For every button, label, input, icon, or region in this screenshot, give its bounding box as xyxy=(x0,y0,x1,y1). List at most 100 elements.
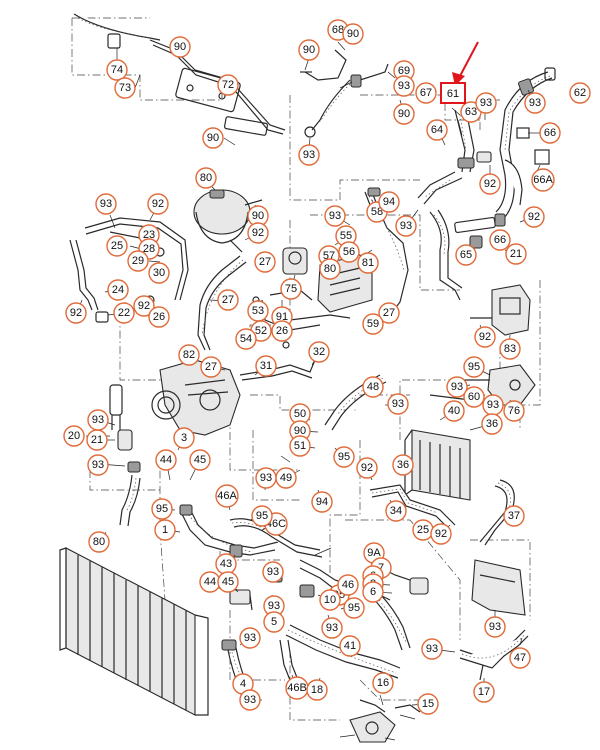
callout-48[interactable]: 48 xyxy=(362,376,384,398)
callout-92[interactable]: 92 xyxy=(474,326,496,348)
callout-93[interactable]: 93 xyxy=(87,454,109,476)
callout-93[interactable]: 93 xyxy=(421,638,443,660)
callout-27[interactable]: 27 xyxy=(217,289,239,311)
callout-81[interactable]: 81 xyxy=(357,252,379,274)
callout-95[interactable]: 95 xyxy=(343,597,365,619)
callout-24[interactable]: 24 xyxy=(107,279,129,301)
callout-21[interactable]: 21 xyxy=(505,243,527,265)
callout-25[interactable]: 25 xyxy=(106,235,128,257)
callout-93[interactable]: 93 xyxy=(255,467,277,489)
callout-92[interactable]: 92 xyxy=(247,222,269,244)
callout-93[interactable]: 93 xyxy=(484,616,506,638)
callout-90[interactable]: 90 xyxy=(247,205,269,227)
callout-95[interactable]: 95 xyxy=(151,498,173,520)
callout-6[interactable]: 6 xyxy=(362,581,384,603)
callout-93[interactable]: 93 xyxy=(239,689,261,711)
callout-46[interactable]: 46 xyxy=(337,574,359,596)
callout-21[interactable]: 21 xyxy=(86,429,108,451)
callout-95[interactable]: 95 xyxy=(251,505,273,527)
callout-64[interactable]: 64 xyxy=(426,119,448,141)
callout-92[interactable]: 92 xyxy=(133,295,155,317)
callout-80[interactable]: 80 xyxy=(88,531,110,553)
callout-20[interactable]: 20 xyxy=(63,425,85,447)
callout-54[interactable]: 54 xyxy=(235,328,257,350)
callout-92[interactable]: 92 xyxy=(430,523,452,545)
callout-76[interactable]: 76 xyxy=(503,400,525,422)
callout-93[interactable]: 93 xyxy=(395,215,417,237)
callout-51[interactable]: 51 xyxy=(289,435,311,457)
callout-47[interactable]: 47 xyxy=(509,647,531,669)
callout-82[interactable]: 82 xyxy=(178,344,200,366)
callout-27[interactable]: 27 xyxy=(200,356,222,378)
callout-63[interactable]: 63 xyxy=(460,101,482,123)
callout-93[interactable]: 93 xyxy=(482,394,504,416)
callout-93[interactable]: 93 xyxy=(298,144,320,166)
callout-62[interactable]: 62 xyxy=(569,82,591,104)
callout-40[interactable]: 40 xyxy=(443,400,465,422)
callout-26[interactable]: 26 xyxy=(271,320,293,342)
callout-59[interactable]: 59 xyxy=(362,313,384,335)
callout-66[interactable]: 66 xyxy=(489,229,511,251)
callout-90[interactable]: 90 xyxy=(393,103,415,125)
callout-83[interactable]: 83 xyxy=(499,338,521,360)
callout-37[interactable]: 37 xyxy=(503,505,525,527)
callout-69[interactable]: 69 xyxy=(393,60,415,82)
callout-53[interactable]: 53 xyxy=(247,300,269,322)
callout-93[interactable]: 93 xyxy=(524,92,546,114)
callout-66[interactable]: 66 xyxy=(539,122,561,144)
callout-93[interactable]: 93 xyxy=(95,193,117,215)
callout-67[interactable]: 67 xyxy=(415,82,437,104)
callout-27[interactable]: 27 xyxy=(254,251,276,273)
callout-56[interactable]: 56 xyxy=(338,241,360,263)
callout-94[interactable]: 94 xyxy=(378,191,400,213)
callout-3[interactable]: 3 xyxy=(173,427,195,449)
callout-5[interactable]: 5 xyxy=(263,611,285,633)
callout-66a[interactable]: 66A xyxy=(531,168,555,192)
callout-92[interactable]: 92 xyxy=(479,173,501,195)
callout-92[interactable]: 92 xyxy=(356,457,378,479)
callout-94[interactable]: 94 xyxy=(311,491,333,513)
callout-93[interactable]: 93 xyxy=(262,561,284,583)
callout-31[interactable]: 31 xyxy=(255,355,277,377)
callout-30[interactable]: 30 xyxy=(148,262,170,284)
callout-93[interactable]: 93 xyxy=(324,205,346,227)
callout-15[interactable]: 15 xyxy=(417,693,439,715)
callout-65[interactable]: 65 xyxy=(455,244,477,266)
callout-93[interactable]: 93 xyxy=(446,376,468,398)
callout-93[interactable]: 93 xyxy=(263,595,285,617)
callout-60[interactable]: 60 xyxy=(463,386,485,408)
callout-93[interactable]: 93 xyxy=(321,617,343,639)
callout-95[interactable]: 95 xyxy=(463,356,485,378)
callout-80[interactable]: 80 xyxy=(319,258,341,280)
callout-72[interactable]: 72 xyxy=(217,74,239,96)
callout-43[interactable]: 43 xyxy=(215,553,237,575)
callout-22[interactable]: 22 xyxy=(113,302,135,324)
callout-26[interactable]: 26 xyxy=(148,306,170,328)
callout-34[interactable]: 34 xyxy=(385,500,407,522)
callout-44[interactable]: 44 xyxy=(155,449,177,471)
callout-93[interactable]: 93 xyxy=(387,393,409,415)
callout-45[interactable]: 45 xyxy=(189,449,211,471)
callout-1[interactable]: 1 xyxy=(154,519,176,541)
callout-50[interactable]: 50 xyxy=(289,403,311,425)
callout-55[interactable]: 55 xyxy=(335,225,357,247)
callout-92[interactable]: 92 xyxy=(147,193,169,215)
callout-75[interactable]: 75 xyxy=(280,278,302,300)
callout-36[interactable]: 36 xyxy=(392,454,414,476)
callout-36[interactable]: 36 xyxy=(481,413,503,435)
callout-18[interactable]: 18 xyxy=(306,679,328,701)
callout-17[interactable]: 17 xyxy=(473,681,495,703)
callout-25[interactable]: 25 xyxy=(412,519,434,541)
callout-32[interactable]: 32 xyxy=(308,341,330,363)
highlight-61[interactable]: 61 xyxy=(440,41,479,104)
callout-74[interactable]: 74 xyxy=(106,59,128,81)
callout-46b[interactable]: 46B xyxy=(285,676,309,700)
callout-93[interactable]: 93 xyxy=(475,92,497,114)
callout-27[interactable]: 27 xyxy=(378,302,400,324)
callout-80[interactable]: 80 xyxy=(195,167,217,189)
callout-49[interactable]: 49 xyxy=(275,467,297,489)
callout-16[interactable]: 16 xyxy=(372,672,394,694)
callout-90[interactable]: 90 xyxy=(298,39,320,61)
callout-10[interactable]: 10 xyxy=(319,589,341,611)
callout-93[interactable]: 93 xyxy=(239,627,261,649)
